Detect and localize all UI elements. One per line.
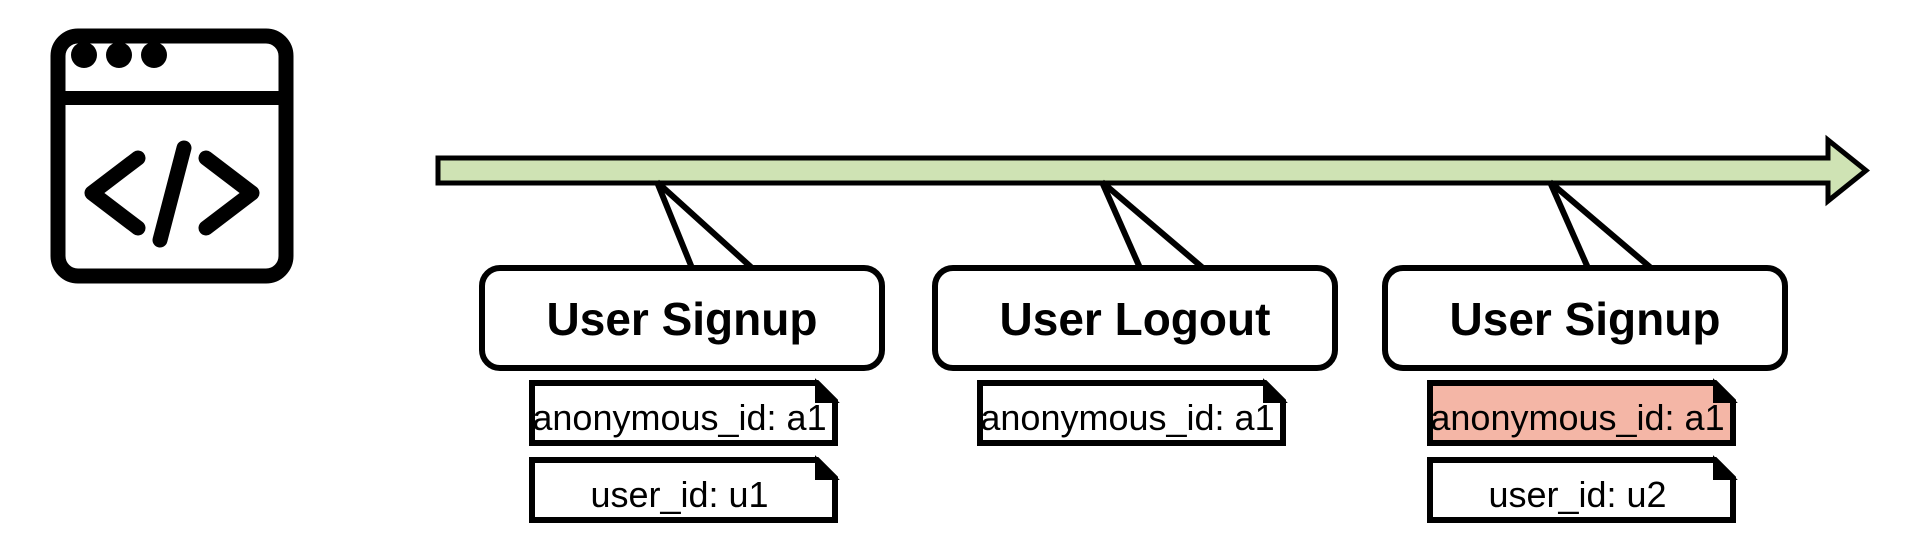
event-box-2[interactable] [932,265,1338,371]
callout-leader-right-3 [1548,179,1653,271]
event-box-2-shape[interactable] [932,265,1338,371]
property-note-3-user-id[interactable] [1427,455,1738,523]
window-dot-1-icon [71,42,97,68]
window-dot-3-icon [141,42,167,68]
code-window-icon [50,28,294,284]
property-note-2-anonymous-id[interactable] [977,378,1288,446]
timeline-arrow-shape [435,134,1870,207]
property-note-3-user-id-fold-icon [1713,455,1738,480]
property-note-1-user-id[interactable] [529,455,840,523]
property-note-3-anonymous-id-fold-icon [1713,378,1738,403]
event-box-1[interactable] [479,265,885,371]
callout-leader-right-2 [1100,179,1205,271]
callout-leader-right-1 [654,179,755,271]
callout-leader-left-2 [1099,180,1143,270]
callout-leader-left-3 [1547,180,1591,270]
event-box-1-shape[interactable] [479,265,885,371]
property-note-2-anonymous-id-shape[interactable] [977,380,1286,446]
event-timeline-arrow [435,134,1870,207]
event-box-3[interactable] [1382,265,1788,371]
event-box-3-shape[interactable] [1382,265,1788,371]
property-note-3-user-id-shape[interactable] [1427,457,1736,523]
callout-leader-left-1 [654,180,695,270]
code-angle-left-icon [84,150,146,236]
property-note-1-user-id-shape[interactable] [529,457,838,523]
property-note-1-anonymous-id-fold-icon [815,378,840,403]
property-note-1-anonymous-id[interactable] [529,378,840,446]
property-note-1-user-id-fold-icon [815,455,840,480]
property-note-2-anonymous-id-fold-icon [1263,378,1288,403]
callout-leaders [654,179,1653,271]
property-note-3-anonymous-id-shape[interactable] [1427,380,1736,446]
property-note-3-anonymous-id[interactable] [1427,378,1738,446]
code-window-frame [50,28,294,284]
window-dot-2-icon [106,42,132,68]
code-angle-right-icon [198,150,260,236]
property-note-1-anonymous-id-shape[interactable] [529,380,838,446]
code-slash-icon [152,140,192,248]
